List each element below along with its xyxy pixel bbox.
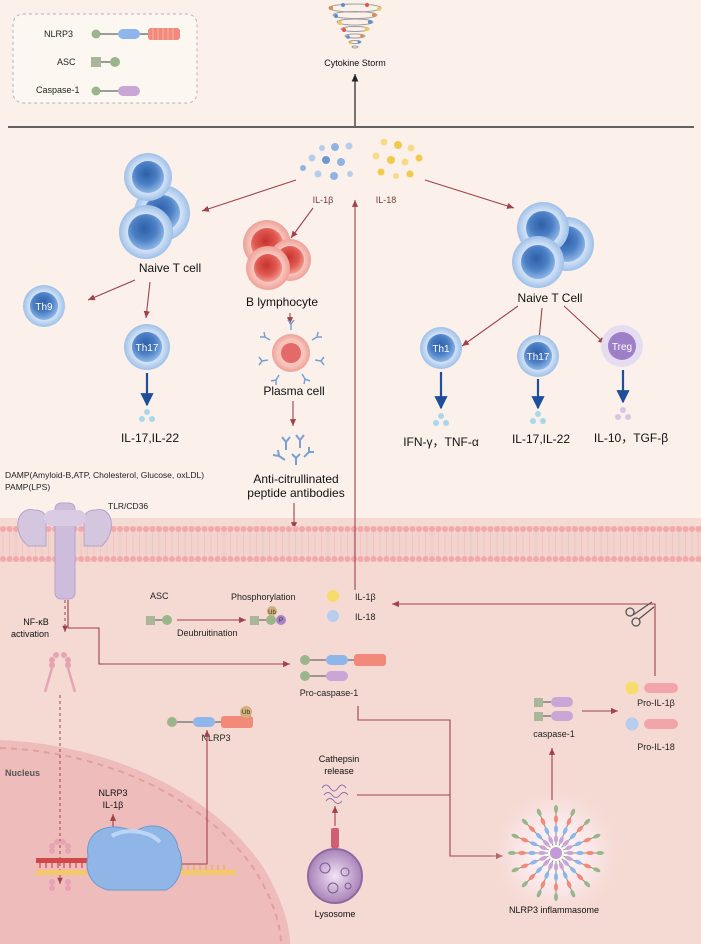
th17-right-label: Th17 xyxy=(527,352,550,363)
il1b-circle xyxy=(327,590,339,602)
il18-label: IL-18 xyxy=(376,195,397,205)
cathepsin-label-line1: Cathepsin xyxy=(319,754,360,764)
left-naive-t-cell-label: Naive T cell xyxy=(139,261,201,275)
th17-left-label: Th17 xyxy=(136,343,159,354)
plasma-cell-label: Plasma cell xyxy=(263,384,324,398)
cathepsin-icon xyxy=(321,784,349,804)
deubiquitination-label: Deubruitination xyxy=(177,628,238,638)
naive-t-cell-right xyxy=(512,202,594,288)
pro-il1b-molecule xyxy=(625,681,678,695)
asc-molecule xyxy=(146,615,172,625)
dna-transcription-complex xyxy=(36,825,236,891)
left-output-label: IL-17,IL-22 xyxy=(121,431,179,445)
b-lymphocyte-label: B lymphocyte xyxy=(246,295,318,309)
il18-cyto-label: IL-18 xyxy=(355,612,376,622)
nlrp3-cyto-label: NLRP3 xyxy=(201,733,230,743)
asc-phospho-molecule xyxy=(250,606,286,625)
antibodies-icon xyxy=(272,434,314,465)
ub-label-1: Ub xyxy=(268,610,276,616)
b-lymphocyte-cluster xyxy=(243,220,311,290)
cytokine-arrows xyxy=(201,179,515,239)
legend-caspase1-label: Caspase-1 xyxy=(36,85,80,95)
nucleus-nlrp3-label: NLRP3 xyxy=(98,788,127,798)
legend-nlrp3-label: NLRP3 xyxy=(44,29,73,39)
treg-cell xyxy=(601,325,643,367)
left-output-dots xyxy=(139,409,155,422)
cathepsin-label-line2: release xyxy=(324,766,354,776)
il1b-label: IL-1β xyxy=(313,195,334,205)
nucleus-label: Nucleus xyxy=(5,768,40,778)
antibodies-label-line2: peptide antibodies xyxy=(247,486,344,500)
pro-caspase1-label: Pro-caspase-1 xyxy=(300,688,359,698)
th1-cell xyxy=(420,327,462,369)
il1b-dots xyxy=(300,142,353,180)
treg-label: Treg xyxy=(612,342,632,353)
th17-right-output-label: IL-17,IL-22 xyxy=(512,432,570,446)
pro-il18-label: Pro-IL-18 xyxy=(637,742,675,752)
legend: NLRP3 ASC Caspase-1 xyxy=(12,13,198,104)
pro-il1b-label: Pro-IL-1β xyxy=(637,698,675,708)
inflammasome-label: NLRP3 inflammasome xyxy=(509,905,599,915)
nfkb-label-line1: NF-κB xyxy=(23,617,49,627)
ub-label-2: Ub xyxy=(242,709,251,716)
cytokine-storm-icon xyxy=(328,3,382,49)
plasma-cell xyxy=(258,319,325,385)
legend-asc-label: ASC xyxy=(57,57,76,67)
nlrp3-inflammasome xyxy=(488,785,624,921)
th1-output-label: IFN-γ，TNF-α xyxy=(403,435,479,449)
scissors-icon xyxy=(625,601,655,627)
nfkb-dimer-icon xyxy=(43,652,77,693)
p-label: P xyxy=(279,618,283,624)
cytokine-storm-label: Cytokine Storm xyxy=(324,58,386,68)
naive-t-cell-left xyxy=(119,153,190,259)
pro-caspase1-molecule xyxy=(300,654,386,681)
tlr-cd36-label: TLR/CD36 xyxy=(108,501,148,511)
antibodies-label-line1: Anti-citrullinated xyxy=(253,472,338,486)
pamp-label: PAMP(LPS) xyxy=(5,482,50,492)
il1b-cyto-label: IL-1β xyxy=(355,592,376,602)
nlrp3-molecule xyxy=(167,706,253,728)
th9-label: Th9 xyxy=(35,302,53,313)
right-naive-t-cell-label: Naive T Cell xyxy=(518,291,583,305)
tlr-receptor xyxy=(17,502,112,600)
treg-output-label: IL-10，TGF-β xyxy=(594,431,668,445)
nucleus-il1b-label: IL-1β xyxy=(103,800,124,810)
caspase1-label: caspase-1 xyxy=(533,729,575,739)
lysosome xyxy=(307,828,363,904)
pro-il18-molecule xyxy=(625,717,678,731)
phosphorylation-label: Phosphorylation xyxy=(231,592,296,602)
cell-membrane xyxy=(0,526,701,562)
th17-cell-right xyxy=(517,335,559,377)
th1-label: Th1 xyxy=(432,344,450,355)
asc-label: ASC xyxy=(150,591,169,601)
il18-circle xyxy=(327,610,339,622)
damp-label: DAMP(Amyloid-B,ATP, Cholesterol, Glucose… xyxy=(5,470,204,480)
th9-cell xyxy=(23,285,65,327)
th17-cell-left xyxy=(124,324,170,370)
caspase1-molecule xyxy=(534,697,573,721)
nfkb-label-line2: activation xyxy=(11,629,49,639)
il18-dots xyxy=(372,138,423,179)
lysosome-label: Lysosome xyxy=(315,909,356,919)
